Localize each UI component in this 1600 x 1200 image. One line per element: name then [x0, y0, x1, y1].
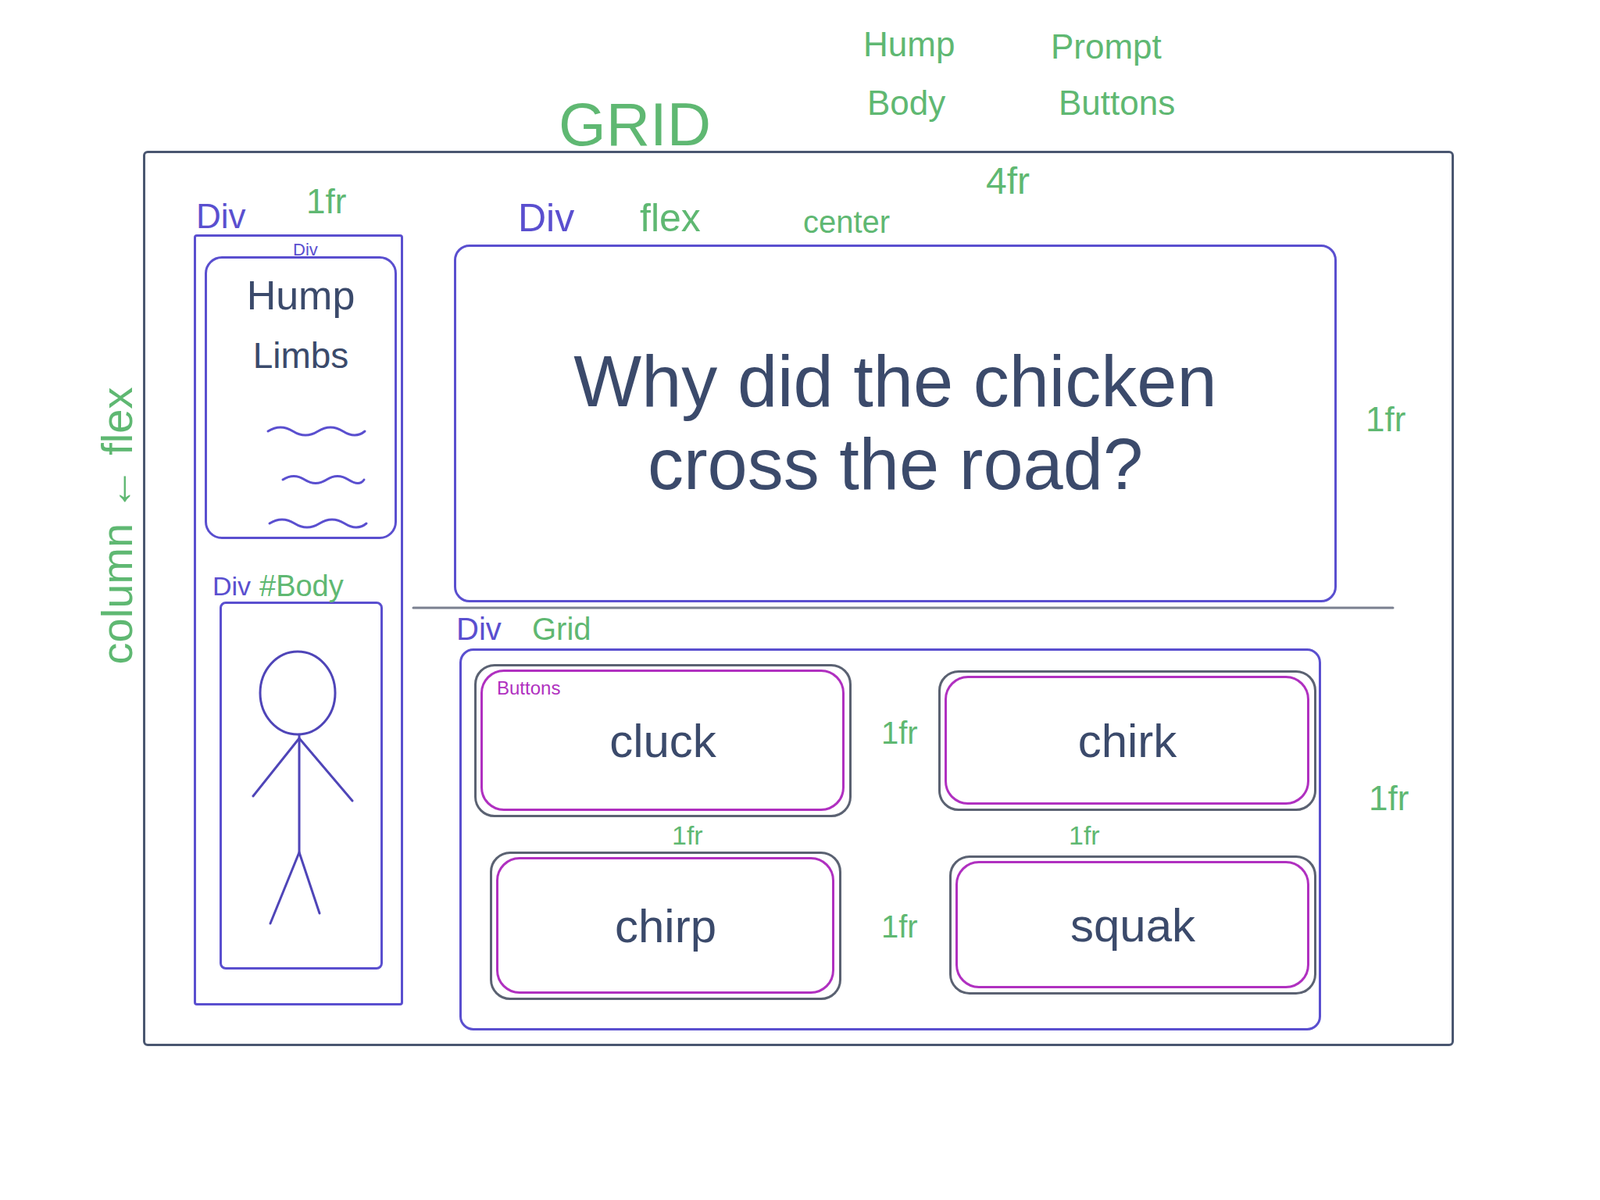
node-heading: Div [517, 198, 575, 238]
answer-button: chirk [938, 670, 1317, 811]
node-text: cluck [609, 714, 717, 768]
answer-button: chirp [489, 851, 842, 1000]
fraction-label: 1fr [306, 184, 347, 219]
node-heading: Div [456, 613, 502, 645]
node-heading: Div [212, 572, 251, 600]
node-heading: Grid [532, 613, 592, 645]
node-content: squak [967, 873, 1299, 977]
note-text: Buttons [1058, 85, 1175, 121]
node-heading: Div [196, 199, 247, 234]
fraction-label: 1fr [1368, 781, 1409, 816]
fraction-label: 1fr [1365, 402, 1406, 437]
node-text: Hump [246, 272, 356, 320]
node-heading: #Body [259, 571, 344, 601]
body-div: Div#Body [219, 601, 383, 970]
node-heading: GRID [558, 93, 711, 155]
node-heading: Div [292, 241, 318, 259]
answer-button: squak [949, 855, 1317, 995]
answer-button: Buttons cluck [474, 664, 852, 818]
note-text: Prompt [1050, 29, 1162, 65]
figure-arms [253, 738, 353, 801]
node-content: HumpLimbs [221, 272, 381, 523]
node-text: chirp [614, 899, 717, 954]
figure-head [260, 651, 336, 735]
squiggle [267, 427, 365, 436]
stick-figure [253, 651, 353, 924]
flex-direction-note: column ← flex [95, 387, 140, 665]
node-content: cluck [492, 682, 834, 800]
note-text: Hump [863, 27, 955, 62]
divider-line [413, 607, 1393, 610]
buttons-grid-div: ButtonscluckchirkchirpsquakDivGrid [459, 648, 1322, 1031]
node-text: Limbs [253, 335, 350, 377]
node-content: Why did the chicken cross the road? [484, 275, 1307, 572]
squiggle [282, 476, 365, 484]
sidebar-div: DivHumpLimbsDiv#BodyDiv [193, 234, 404, 1006]
prompt-div: DivflexcenterWhy did the chicken cross t… [453, 244, 1337, 603]
grid-frame: DivHumpLimbsDiv#BodyDivDivflexcenterWhy … [142, 150, 1454, 1047]
node-text: chirk [1078, 714, 1178, 768]
fraction-label: 1fr [881, 910, 918, 943]
squiggle [269, 519, 367, 528]
node-heading: center [803, 206, 890, 238]
node-heading: Buttons [496, 678, 561, 698]
node-heading: flex [639, 198, 701, 238]
figure-body [298, 735, 301, 853]
fraction-label: 4fr [985, 162, 1030, 200]
figure-legs [270, 852, 320, 924]
node-content: chirk [956, 688, 1299, 793]
hump-div: DivHumpLimbs [204, 256, 397, 540]
fraction-label: 1fr [1068, 821, 1100, 849]
node-content: chirp [507, 869, 824, 983]
node-text: Why did the chicken cross the road? [484, 340, 1307, 507]
note-text: Body [867, 85, 946, 121]
fraction-label: 1fr [881, 717, 918, 749]
node-text: squak [1070, 898, 1196, 953]
fraction-label: 1fr [671, 821, 704, 849]
